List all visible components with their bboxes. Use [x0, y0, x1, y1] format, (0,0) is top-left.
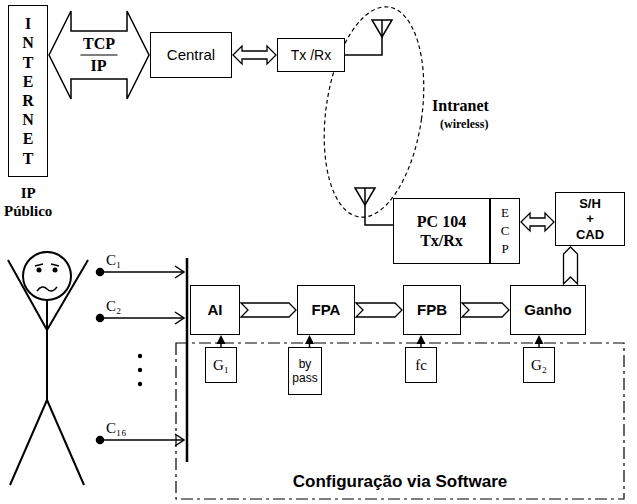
- signal-arrow: [241, 303, 296, 317]
- electrode-wires: [100, 271, 184, 273]
- box-label: G₁: [213, 356, 229, 374]
- person-figure: [53, 268, 58, 273]
- box-label: ECP: [499, 204, 512, 259]
- network-label: (wireless): [440, 117, 488, 131]
- electrode-wires: [175, 266, 184, 278]
- box-label: G₂: [531, 356, 547, 374]
- config-box: G₁: [205, 347, 237, 383]
- network-box: INTERNET: [8, 5, 48, 177]
- box-label: AI: [208, 301, 223, 319]
- electrode-label: C₁: [106, 251, 121, 269]
- control-arrow: [217, 335, 226, 347]
- antenna-symbol: [345, 20, 392, 55]
- box-label: Central: [167, 46, 215, 64]
- signal-arrow: [521, 213, 554, 231]
- person-figure: [47, 400, 84, 485]
- electrode-label: C₂: [106, 297, 121, 315]
- electrode-wires: [100, 317, 184, 319]
- box-label: Tx /Rx: [291, 47, 331, 64]
- ellipsis-dots: [138, 354, 142, 358]
- electrode-wires: [97, 269, 104, 276]
- signal-arrow: [564, 247, 578, 284]
- control-arrow: [535, 335, 544, 347]
- filter-box: FPA: [297, 285, 355, 335]
- person-figure: [8, 260, 47, 330]
- antenna-symbol: [345, 20, 382, 55]
- box-label: by pass: [292, 357, 317, 386]
- ellipsis-dots: [138, 368, 142, 372]
- electrode-wires: [97, 258, 188, 462]
- signal-arrow: [356, 303, 402, 317]
- box-label: S/H + CAD: [576, 196, 604, 243]
- control-arrow: [417, 335, 426, 347]
- gain-box: Ganho: [510, 285, 586, 335]
- process-box: Central: [150, 32, 232, 78]
- edge-label: TCP IP: [83, 33, 114, 77]
- port-box: ECP: [490, 198, 520, 264]
- intranet-ellipse: [312, 0, 437, 223]
- signal-arrow: [233, 46, 276, 64]
- person-figure: [23, 252, 71, 300]
- antenna-symbol: [355, 188, 393, 225]
- electrode-wires: [97, 437, 104, 444]
- config-box: G₂: [523, 347, 555, 383]
- box-label: fc: [415, 356, 427, 374]
- computer-box: PC 104 Tx/Rx: [393, 198, 490, 264]
- network-label: IP Público: [4, 184, 52, 220]
- antenna-symbol: [365, 188, 393, 225]
- box-label: Ganho: [524, 301, 572, 319]
- converter-box: S/H + CAD: [555, 192, 625, 246]
- person-figure: [47, 260, 88, 330]
- config-region: Configuração via Software G₁ by pass fc G₂: [175, 342, 625, 500]
- region-title: Configuração via Software: [175, 472, 625, 492]
- person-figure: [37, 268, 42, 273]
- ellipsis-dots: [138, 382, 142, 386]
- ellipsis-dots: [138, 354, 142, 386]
- person-figure: [35, 264, 59, 266]
- control-arrow: [305, 335, 314, 347]
- box-label: PC 104 Tx/Rx: [407, 212, 477, 250]
- box-label: FPA: [312, 301, 341, 319]
- filter-box: FPB: [403, 285, 461, 335]
- region-outline: [176, 343, 624, 499]
- person-figure: [46, 300, 48, 400]
- person-figure: [10, 400, 47, 485]
- network-label: Intranet: [432, 96, 489, 115]
- electrode-wires: [97, 315, 104, 322]
- protocol-arrow: [49, 11, 149, 99]
- person-figure: [37, 287, 57, 291]
- antenna-symbol: [355, 188, 375, 205]
- electrode-label: C₁₆: [106, 419, 126, 437]
- electrode-wires: [186, 258, 189, 462]
- antenna-symbol: [372, 20, 392, 37]
- box-label: FPB: [417, 301, 447, 319]
- config-box: by pass: [288, 347, 322, 395]
- fraction-rule: [80, 54, 117, 55]
- box-label: INTERNET: [20, 14, 36, 168]
- signal-arrow: [462, 303, 509, 317]
- electrode-wires: [175, 312, 184, 324]
- config-box: fc: [405, 347, 437, 383]
- electrode-wires: [100, 439, 184, 441]
- amplifier-box: AI: [190, 285, 240, 335]
- person-figure: [8, 252, 88, 485]
- radio-box: Tx /Rx: [277, 38, 345, 72]
